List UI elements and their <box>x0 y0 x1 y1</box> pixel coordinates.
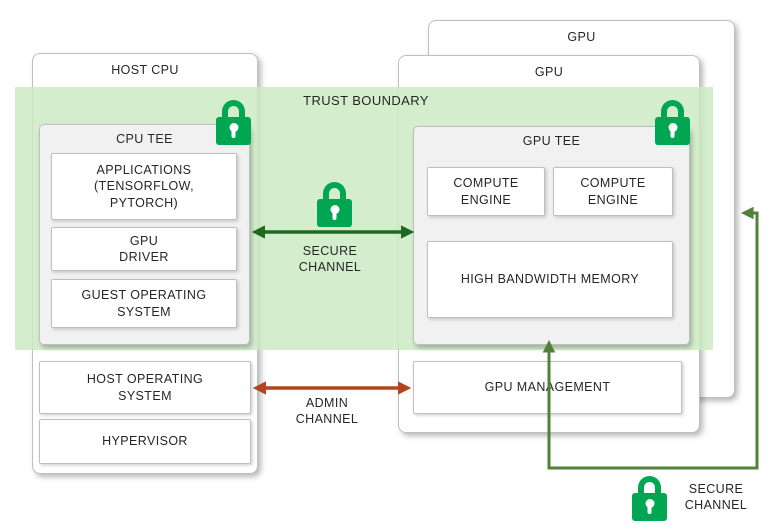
lock-body <box>655 117 690 145</box>
cpu-tee-lock-icon <box>216 100 251 145</box>
applications-box: APPLICATIONS (TENSORFLOW, PYTORCH) <box>51 153 237 220</box>
high-bandwidth-memory-box: HIGH BANDWIDTH MEMORY <box>427 241 673 318</box>
hypervisor-label: HYPERVISOR <box>102 434 188 449</box>
gpu-management-label: GPU MANAGEMENT <box>484 380 611 395</box>
lock-shackle <box>638 476 661 496</box>
gpu-driver-box: GPU DRIVER <box>51 227 237 271</box>
lock-body <box>632 493 667 521</box>
host-os-label: HOST OPERATING SYSTEM <box>86 372 204 403</box>
secure-channel-lock-icon <box>317 182 352 227</box>
lock-keyhole <box>330 205 339 214</box>
host-os-box: HOST OPERATING SYSTEM <box>39 361 251 414</box>
compute-engine-label-1: COMPUTE ENGINE <box>453 176 519 207</box>
gpu-link-lock-icon <box>632 476 667 521</box>
lock-body <box>216 117 251 145</box>
hypervisor-box: HYPERVISOR <box>39 419 251 464</box>
compute-engine-label-2: COMPUTE ENGINE <box>580 176 646 207</box>
high-bandwidth-memory-label: HIGH BANDWIDTH MEMORY <box>460 272 640 287</box>
lock-body <box>317 199 352 227</box>
gpu-front-title: GPU <box>534 65 564 79</box>
secure-channel-label: SECURE CHANNEL <box>298 244 362 275</box>
trust-boundary-label: TRUST BOUNDARY <box>303 93 429 108</box>
guest-os-label: GUEST OPERATING SYSTEM <box>81 288 207 319</box>
compute-engine-box-1: COMPUTE ENGINE <box>427 167 545 216</box>
guest-os-box: GUEST OPERATING SYSTEM <box>51 279 237 328</box>
compute-engine-box-2: COMPUTE ENGINE <box>553 167 673 216</box>
cpu-tee-title: CPU TEE <box>116 132 173 146</box>
lock-keyhole <box>645 499 654 508</box>
gpu-back-title: GPU <box>567 30 596 44</box>
lock-keyhole <box>229 123 238 132</box>
admin-channel-label: ADMIN CHANNEL <box>295 396 359 427</box>
lock-shackle <box>661 100 684 120</box>
applications-label: APPLICATIONS (TENSORFLOW, PYTORCH) <box>94 163 194 210</box>
gpu-tee-lock-icon <box>655 100 690 145</box>
gpu-driver-label: GPU DRIVER <box>119 233 169 264</box>
gpu-management-box: GPU MANAGEMENT <box>413 361 682 414</box>
gpu-secure-channel-label: SECURE CHANNEL <box>684 482 748 513</box>
lock-shackle <box>323 182 346 202</box>
lock-keyhole <box>668 123 677 132</box>
gpu-tee-title: GPU TEE <box>522 134 581 148</box>
host-cpu-title: HOST CPU <box>111 63 179 77</box>
lock-shackle <box>222 100 245 120</box>
